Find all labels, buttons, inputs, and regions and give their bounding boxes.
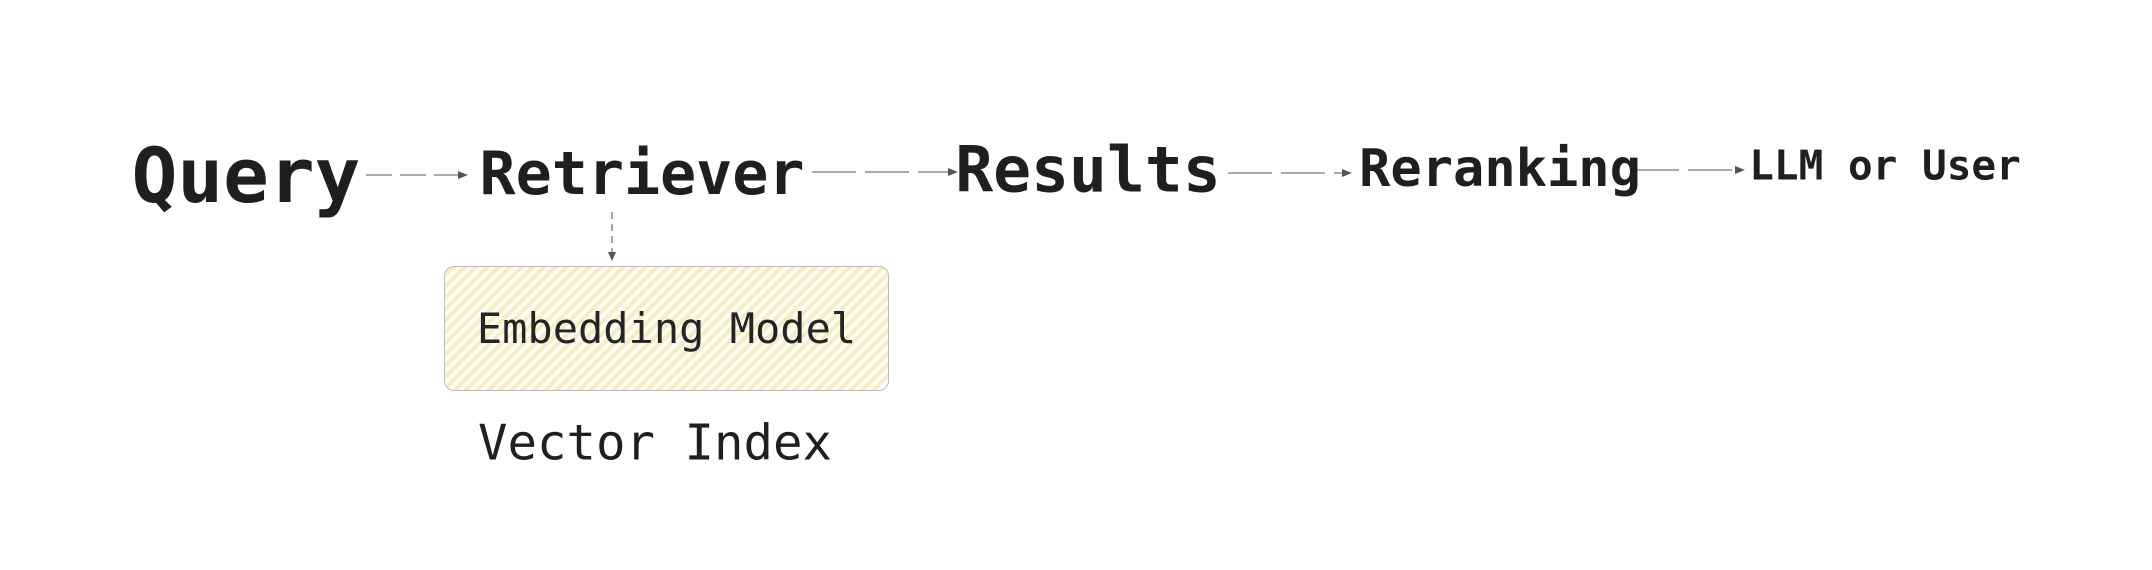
node-query: Query: [131, 131, 361, 220]
node-llm-or-user: LLM or User: [1749, 141, 2021, 190]
embedding-model-box: Embedding Model: [444, 266, 889, 391]
edge-reranking-to-llm-arrow: [1635, 166, 1745, 174]
edge-retriever-to-embedding-model-arrow: [608, 212, 616, 261]
node-reranking: Reranking: [1359, 139, 1641, 199]
node-retriever: Retriever: [479, 139, 805, 209]
vector-index-label: Vector Index: [477, 414, 833, 472]
edge-retriever-to-results-arrow: [812, 168, 958, 176]
embedding-model-label: Embedding Model: [476, 303, 857, 353]
edge-results-to-reranking-arrow: [1228, 169, 1352, 177]
node-results: Results: [955, 133, 1221, 207]
edge-query-to-retriever-arrow: [366, 171, 468, 179]
